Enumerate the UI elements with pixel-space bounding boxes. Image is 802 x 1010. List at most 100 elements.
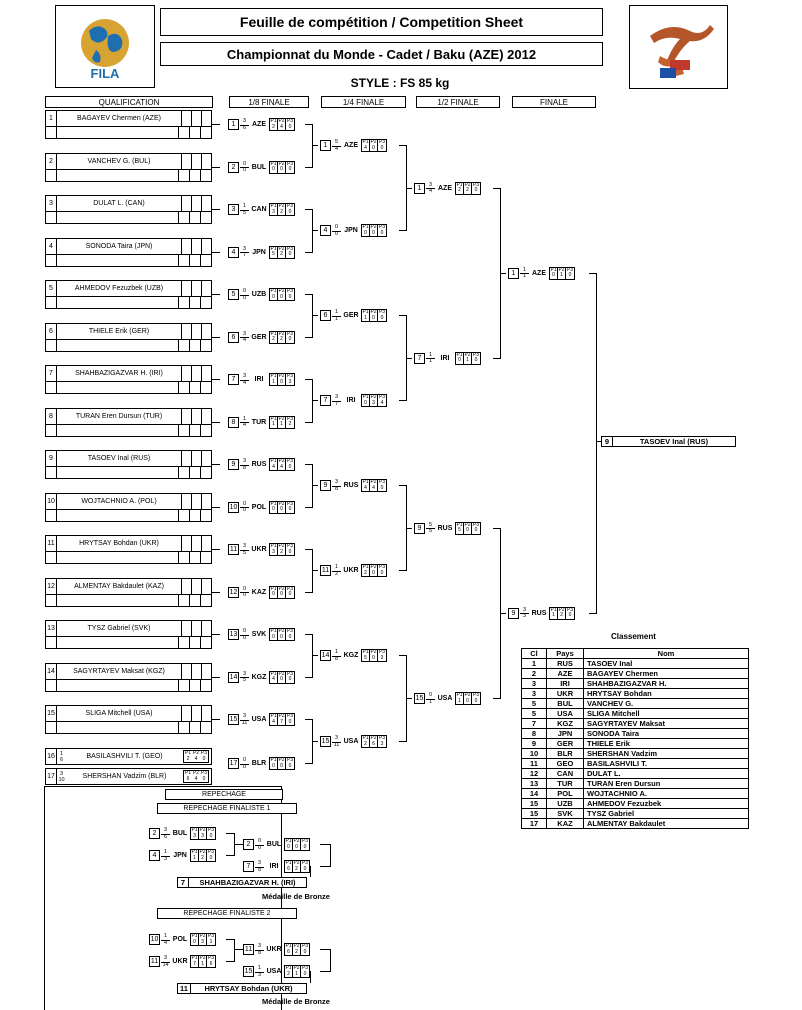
entry-country: USA bbox=[341, 738, 361, 745]
entry-score: 35 bbox=[240, 544, 249, 555]
qualification-number: 12 bbox=[46, 579, 57, 594]
bracket-line bbox=[212, 507, 220, 508]
entry-number: 4 bbox=[149, 850, 160, 861]
name-cell: VANCHEV G. bbox=[584, 699, 749, 709]
entry-score: 33 bbox=[520, 608, 529, 619]
qualification-sub-cell bbox=[189, 680, 200, 691]
qualification-name: DULAT L. (CAN) bbox=[57, 200, 181, 207]
score-bottom: 1 bbox=[426, 359, 435, 365]
period-value: 4 bbox=[278, 465, 286, 471]
entry-country: JPN bbox=[249, 249, 269, 256]
score-bottom: 5 bbox=[240, 678, 249, 684]
qualification-sub-number bbox=[46, 595, 57, 606]
entry-score: 00 bbox=[240, 289, 249, 300]
entry-score: 13 bbox=[161, 850, 170, 861]
classement-row: 5BULVANCHEV G. bbox=[522, 699, 749, 709]
r16-entry: 1135UKRP1P2P3320 bbox=[228, 543, 295, 556]
score-bottom: 8 bbox=[332, 657, 341, 663]
bracket-line bbox=[305, 209, 312, 210]
repechage-finalist1-title: REPECHAGE FINALISTE 1 bbox=[157, 803, 297, 814]
bracket-line bbox=[212, 549, 220, 550]
bracket-line bbox=[399, 145, 406, 146]
bracket-line bbox=[399, 741, 406, 742]
entry-score: 14 bbox=[161, 934, 170, 945]
qualification-sub-cell bbox=[200, 722, 211, 733]
entry-country: UKR bbox=[249, 546, 269, 553]
entry-country: UKR bbox=[341, 567, 361, 574]
round-header-r16: 1/8 FINALE bbox=[229, 96, 309, 108]
bracket-line bbox=[226, 939, 234, 940]
qualification-cell bbox=[201, 324, 211, 339]
period-value: 0 bbox=[285, 845, 293, 851]
entry-country: IRI bbox=[341, 397, 361, 404]
bracket-line bbox=[212, 294, 220, 295]
bracket-line bbox=[305, 124, 312, 125]
entry-number: 4 bbox=[228, 247, 239, 258]
score-bottom: 0 bbox=[255, 846, 264, 852]
entry-period-points: P1P2P3100 bbox=[361, 309, 387, 322]
name-cell: TURAN Eren Dursun bbox=[584, 779, 749, 789]
qualification-subrow bbox=[45, 255, 212, 267]
period-value: 5 bbox=[270, 252, 278, 258]
period-value: 2 bbox=[464, 188, 472, 194]
name-cell: SHERSHAN Vadzim bbox=[584, 749, 749, 759]
qualification-number: 1 bbox=[46, 111, 57, 126]
qualification-cell bbox=[191, 366, 201, 381]
period-value: 0 bbox=[301, 950, 309, 956]
bracket-line bbox=[305, 507, 312, 508]
period-value: 6 bbox=[207, 962, 215, 968]
country-cell: RUS bbox=[547, 659, 584, 669]
name-cell: SHAHBAZIGAZVAR H. bbox=[584, 679, 749, 689]
rank-cell: 3 bbox=[522, 679, 547, 689]
qualification-sub-number bbox=[46, 425, 57, 436]
entry-period-points: P1P2P3330 bbox=[190, 827, 216, 840]
qualification-sub-name bbox=[57, 425, 178, 436]
qualification-number: 5 bbox=[46, 281, 57, 296]
score-bottom: 7 bbox=[332, 402, 341, 408]
bracket-line bbox=[212, 422, 220, 423]
score-bottom: 2 bbox=[332, 572, 341, 578]
rep2-entry: 1014POLP1P2P3031 bbox=[149, 933, 216, 946]
qualification-sub-cell bbox=[200, 127, 211, 138]
qualification-sub-number bbox=[46, 637, 57, 648]
bracket-line bbox=[312, 655, 318, 656]
entry-number: 6 bbox=[228, 332, 239, 343]
bracket-line bbox=[305, 379, 312, 380]
qualification-cell bbox=[181, 154, 191, 169]
entry-period-points: P1P2P3000 bbox=[269, 757, 295, 770]
bracket-line bbox=[493, 528, 500, 529]
entry-period-points: P1P2P3034 bbox=[361, 394, 387, 407]
entry-score: 37 bbox=[332, 395, 341, 406]
entry-country: RUS bbox=[341, 482, 361, 489]
bracket-line bbox=[399, 315, 406, 316]
qualification-cell bbox=[191, 409, 201, 424]
score-bottom: 11 bbox=[240, 721, 249, 727]
entry-country: AZE bbox=[341, 142, 361, 149]
qualification-cell bbox=[201, 536, 211, 551]
col-header-pays: Pays bbox=[547, 649, 584, 659]
bracket-line bbox=[312, 485, 318, 486]
entry-country: CAN bbox=[249, 206, 269, 213]
country-cell: TUR bbox=[547, 779, 584, 789]
entry-score: 11 bbox=[426, 353, 435, 364]
classement-row: 7KGZSAGYRTAYEV Maksat bbox=[522, 719, 749, 729]
classement-row: 2AZEBAGAYEV Chermen bbox=[522, 669, 749, 679]
qualification-name: SLIGA Mitchell (USA) bbox=[57, 710, 181, 717]
entry-period-points: P1P2P3100 bbox=[455, 692, 481, 705]
qualification-sub-cell bbox=[178, 510, 189, 521]
classement-row: 10BLRSHERSHAN Vadzim bbox=[522, 749, 749, 759]
classement-header-row: Cl Pays Nom bbox=[522, 649, 749, 659]
bracket-line bbox=[305, 677, 312, 678]
classement-row: 15SVKTYSZ Gabriel bbox=[522, 809, 749, 819]
period-value: 4 bbox=[270, 677, 278, 683]
entry-country: UKR bbox=[264, 946, 284, 953]
country-cell: UZB bbox=[547, 799, 584, 809]
period-value: 0 bbox=[270, 764, 278, 770]
qualification-cell bbox=[201, 494, 211, 509]
qualification-cell bbox=[191, 536, 201, 551]
bracket-line bbox=[330, 844, 331, 867]
